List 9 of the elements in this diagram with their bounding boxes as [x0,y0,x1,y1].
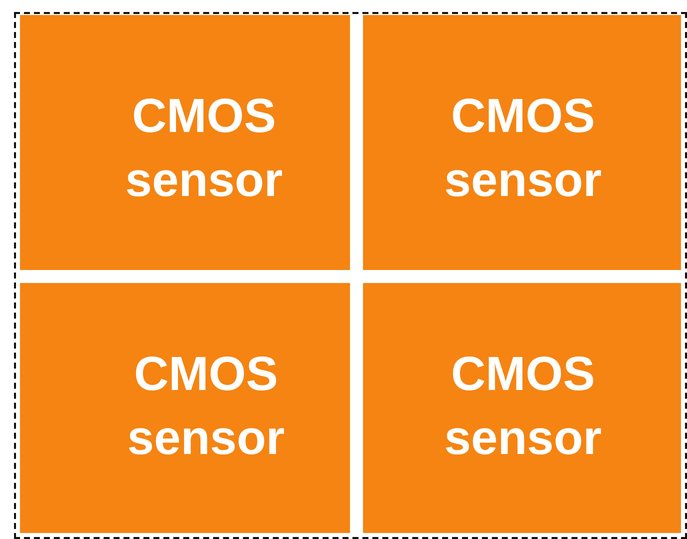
sensor-block [363,283,681,533]
sensor-label: CMOS sensor [124,89,284,209]
sensor-label: CMOS sensor [443,347,603,467]
sensor-label: CMOS sensor [126,347,286,467]
sensor-block [363,15,681,270]
sensor-block [20,283,350,533]
sensor-block [20,15,350,270]
sensor-label: CMOS sensor [443,89,603,209]
dashed-outline [14,12,687,539]
